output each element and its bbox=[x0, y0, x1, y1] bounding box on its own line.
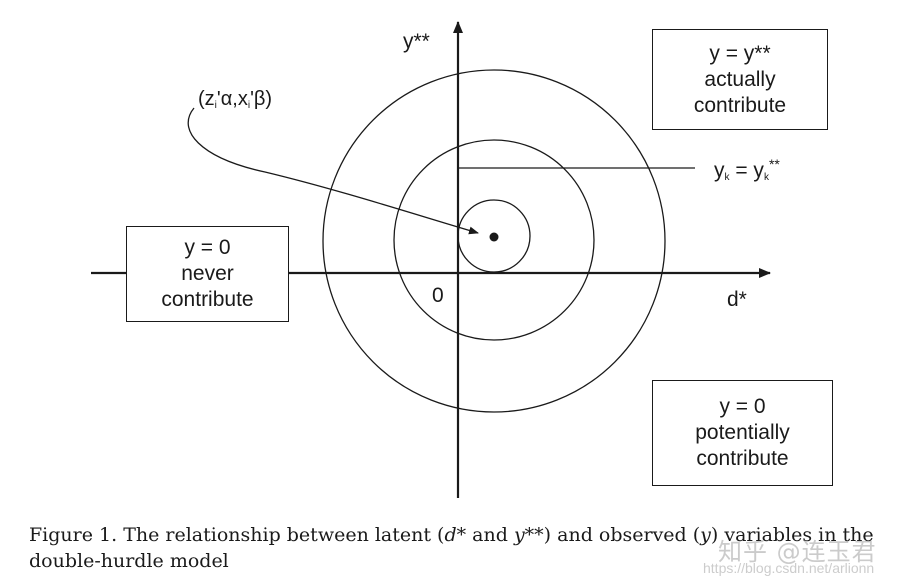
watermark-url: https://blog.csdn.net/arlionn bbox=[703, 560, 875, 576]
caption-y: y bbox=[513, 524, 525, 546]
point-label-mid: 'α,x bbox=[216, 88, 248, 110]
watermark-zhihu: 知乎 @连玉君 bbox=[718, 538, 877, 566]
caption-d: d bbox=[444, 524, 457, 546]
box-potentially-contribute-line2: potentially bbox=[695, 421, 790, 444]
box-never-contribute-line3: contribute bbox=[161, 288, 254, 311]
box-never-contribute-line2: never bbox=[181, 262, 234, 285]
origin-label-text: 0 bbox=[432, 284, 444, 307]
box-potentially-contribute-line1: y = 0 bbox=[719, 395, 766, 418]
caption-star1: * bbox=[456, 524, 467, 546]
caption-and: and bbox=[466, 524, 514, 546]
threshold-label: yk = yk** bbox=[714, 156, 780, 183]
point-label-sub-i: i bbox=[214, 100, 217, 111]
y-axis-label: y** bbox=[403, 30, 430, 54]
center-point bbox=[489, 232, 499, 242]
point-label-sub-i2: i bbox=[247, 100, 251, 111]
box-potentially-contribute-line3: contribute bbox=[696, 447, 789, 470]
caption-mid: ) and observed ( bbox=[543, 524, 701, 546]
point-label-close: 'β) bbox=[250, 88, 273, 110]
threshold-lhs: y bbox=[714, 159, 725, 182]
box-actually-contribute-line1: y = y** bbox=[709, 41, 771, 65]
threshold-rhs-sub: k bbox=[763, 172, 769, 183]
caption-prefix: Figure 1. The relationship between laten… bbox=[29, 524, 445, 546]
box-potentially-contribute: y = 0 potentially contribute bbox=[652, 380, 833, 486]
caption-suffix: ) variables in the double-hurdle model bbox=[29, 524, 874, 572]
caption-star2: ** bbox=[524, 524, 544, 546]
x-axis-label-text: d* bbox=[727, 288, 747, 311]
box-actually-contribute: y = y** actually contribute bbox=[652, 29, 828, 130]
box-actually-contribute-line3: contribute bbox=[693, 93, 787, 117]
origin-label: 0 bbox=[432, 284, 444, 308]
threshold-lhs-sub: k bbox=[724, 172, 730, 183]
point-label-open: (z bbox=[198, 88, 215, 110]
y-axis-label-text: y** bbox=[403, 30, 430, 53]
outer-circle bbox=[322, 69, 666, 413]
caption-y2: y bbox=[700, 524, 711, 546]
x-axis-label: d* bbox=[727, 288, 747, 312]
pointer-arrow bbox=[187, 107, 479, 235]
middle-circle bbox=[393, 139, 595, 341]
threshold-rhs-sup: ** bbox=[768, 156, 780, 172]
figure-caption: Figure 1. The relationship between laten… bbox=[29, 522, 904, 574]
threshold-eq: = y bbox=[729, 159, 764, 182]
point-label: (zi'α,xi'β) bbox=[198, 88, 272, 111]
box-never-contribute: y = 0 never contribute bbox=[126, 226, 289, 322]
box-never-contribute-line1: y = 0 bbox=[184, 236, 231, 259]
box-actually-contribute-line2: actually bbox=[704, 67, 776, 91]
